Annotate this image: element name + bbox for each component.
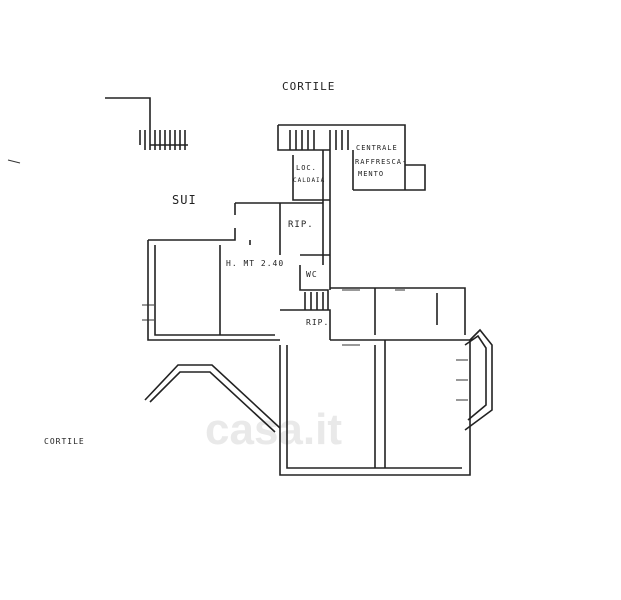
bay-right: [464, 328, 493, 431]
label-loc: LOC.: [296, 164, 317, 172]
label-wc: WC: [306, 270, 318, 279]
living-room: [147, 228, 280, 341]
stair-top-left: [105, 97, 188, 150]
label-rip-lower: RIP.: [306, 318, 330, 327]
service-block: [277, 124, 426, 265]
label-mento: MENTO: [358, 170, 385, 178]
label-sui: SUI: [172, 193, 197, 207]
label-cortile-left: CORTILE: [44, 437, 85, 446]
label-rip-upper: RIP.: [288, 220, 314, 230]
label-height: H. MT 2.40: [226, 259, 285, 268]
rip-upper: [234, 202, 330, 256]
bay-left: [144, 364, 281, 433]
right-rooms: [279, 287, 471, 476]
label-raffresca: RAFFRESCA-: [355, 158, 408, 166]
watermark: casa.it: [205, 405, 342, 454]
label-cortile-top: CORTILE: [282, 80, 336, 93]
label-caldaia: CALDAIA: [293, 177, 326, 184]
label-centrale: CENTRALE: [356, 144, 398, 152]
